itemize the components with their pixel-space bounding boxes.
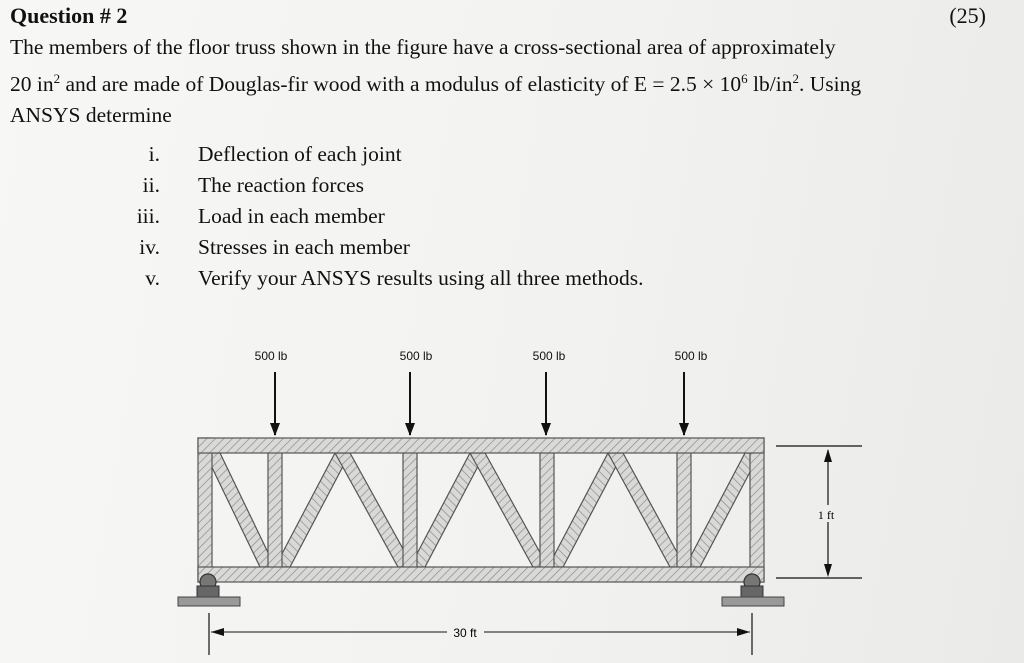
question-points: (25) <box>949 3 986 28</box>
intro-line-1: The members of the floor truss shown in … <box>10 35 836 59</box>
load-label: 500 lb <box>675 349 708 363</box>
load-arrows <box>270 372 689 436</box>
area-exponent: 2 <box>53 71 61 86</box>
modulus-exponent: 6 <box>741 71 748 86</box>
truss-end-post <box>749 437 765 583</box>
task-number: iii. <box>136 204 160 228</box>
span-dimension: 30 ft <box>208 613 753 655</box>
question-intro: The members of the floor truss shown in … <box>10 32 1010 131</box>
arrow-down-icon <box>824 564 832 577</box>
arrow-head-icon <box>541 423 551 436</box>
question-title: Question # 2 <box>10 3 128 28</box>
arrow-left-icon <box>211 628 224 636</box>
task-text: Load in each member <box>198 204 385 228</box>
height-dimension: 1 ft <box>776 445 862 579</box>
using-text: . Using <box>798 72 862 97</box>
task-text: Deflection of each joint <box>198 142 402 166</box>
support-base-icon <box>740 585 764 599</box>
arrow-head-icon <box>270 423 280 436</box>
support-left <box>177 573 241 607</box>
intro-line-3: ANSYS determine <box>10 103 172 128</box>
arrow-head-icon <box>679 423 689 436</box>
top-chord <box>197 437 765 454</box>
ground-icon <box>721 596 785 607</box>
intro-line-2: 20 in2 and are made of Douglas-fir wood … <box>10 63 1010 100</box>
load-label: 500 lb <box>533 349 566 363</box>
support-right <box>721 573 785 607</box>
arrow-right-icon <box>737 628 750 636</box>
truss-vertical <box>267 451 283 569</box>
truss-diagonal <box>204 452 276 568</box>
load-label: 500 lb <box>400 349 433 363</box>
material-text: and are made of Douglas-fir wood with a … <box>60 72 742 97</box>
area-value: 20 in <box>10 72 54 97</box>
truss-diagonal <box>547 452 624 568</box>
truss <box>197 437 765 583</box>
truss-diagonal <box>468 452 550 568</box>
truss-vertical <box>676 451 692 569</box>
task-text: The reaction forces <box>198 173 364 197</box>
ground-icon <box>177 596 241 607</box>
truss-vertical <box>402 451 418 569</box>
bottom-chord <box>197 566 765 583</box>
task-number: ii. <box>142 173 160 197</box>
task-text: Verify your ANSYS results using all thre… <box>198 266 644 290</box>
arrow-up-icon <box>824 449 832 462</box>
truss-vertical <box>539 451 555 569</box>
height-label: 1 ft <box>818 508 835 522</box>
truss-diagonal <box>606 452 687 568</box>
truss-diagonal <box>409 452 486 568</box>
task-number: iv. <box>139 235 160 259</box>
modulus-unit: lb/in <box>747 72 793 97</box>
truss-diagonal <box>684 452 761 568</box>
span-label: 30 ft <box>453 626 477 640</box>
modulus-unit-exponent: 2 <box>792 71 799 86</box>
truss-diagonal <box>333 452 415 568</box>
support-base-icon <box>196 585 220 599</box>
task-text: Stresses in each member <box>198 235 410 259</box>
load-label: 500 lb <box>255 349 288 363</box>
task-number: i. <box>148 142 160 166</box>
task-number: v. <box>145 266 160 290</box>
arrow-head-icon <box>405 423 415 436</box>
truss-diagonal <box>274 452 351 568</box>
truss-end-post <box>197 437 213 583</box>
